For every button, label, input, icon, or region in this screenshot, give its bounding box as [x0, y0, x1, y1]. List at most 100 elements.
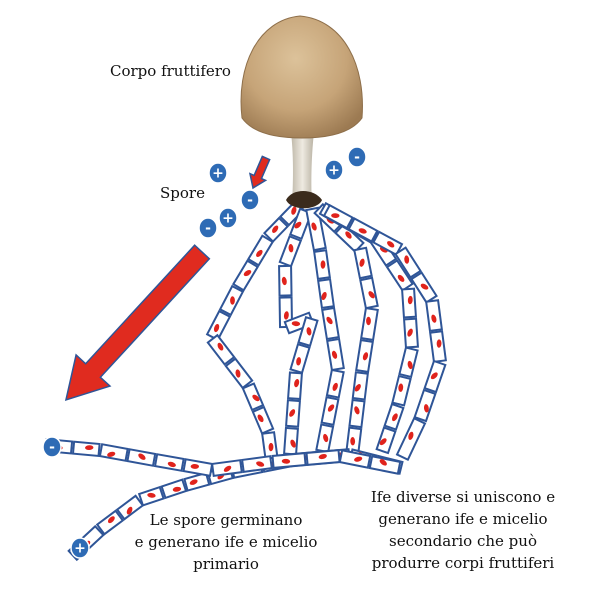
hypha-cell	[347, 217, 379, 243]
svg-text:+: +	[212, 166, 224, 182]
svg-text:+: +	[74, 541, 86, 557]
hypha-cell	[321, 306, 340, 341]
nucleus	[288, 244, 294, 253]
hypha-cell	[251, 405, 275, 435]
nucleus	[350, 437, 356, 446]
nucleus	[423, 404, 429, 413]
hypha-cell	[413, 388, 437, 423]
nucleus	[327, 404, 335, 412]
nucleus	[294, 378, 300, 388]
nucleus	[213, 323, 220, 333]
hypha-cell	[305, 206, 327, 252]
nucleus	[358, 228, 367, 234]
hypha-cell	[206, 333, 236, 366]
plus-spore-icon: +	[208, 162, 228, 184]
nucleus	[331, 213, 340, 219]
nucleus	[391, 413, 398, 422]
nucleus	[272, 225, 279, 233]
hypha-cell	[351, 371, 369, 401]
secondary-line-2: generano ife e micelio	[378, 510, 548, 528]
nucleus	[223, 465, 232, 472]
nucleus	[235, 369, 241, 378]
hypha-cell	[182, 458, 214, 477]
nucleus	[291, 206, 297, 215]
svg-text:-: -	[205, 221, 211, 237]
nucleus	[431, 314, 437, 323]
hypha-cell	[410, 271, 438, 304]
nucleus	[387, 241, 395, 248]
nucleus	[397, 274, 405, 282]
nucleus	[368, 291, 375, 299]
nucleus	[318, 453, 327, 460]
nucleus	[256, 461, 265, 467]
hypha-cell	[360, 306, 379, 342]
minus-spore-icon: -	[347, 146, 367, 168]
mushroom-cap	[240, 15, 363, 139]
hypha-chain	[44, 438, 402, 477]
nucleus	[291, 321, 301, 327]
nucleus	[147, 492, 156, 498]
svg-text:+: +	[222, 211, 234, 227]
hypha-cell	[348, 398, 366, 429]
label-fruiting-body: Corpo fruttifero	[110, 62, 231, 80]
primary-line-1: Le spore germinano	[149, 511, 303, 529]
hypha-cell	[115, 494, 145, 521]
mushroom-icon	[240, 15, 363, 209]
hypha-cell	[368, 455, 402, 475]
nucleus	[404, 255, 410, 264]
hypha-cell	[246, 234, 275, 267]
nucleus	[362, 352, 369, 361]
nucleus	[407, 328, 413, 337]
hypha-cell	[359, 276, 379, 310]
nucleus	[331, 350, 338, 359]
hypha-cell	[317, 278, 335, 310]
hypha-chain	[305, 206, 345, 454]
hypha-cell	[205, 309, 232, 342]
nucleus	[323, 433, 329, 443]
secondary-line-4: produrre corpi fruttiferi	[371, 554, 555, 572]
hypha-cell	[353, 246, 373, 280]
minus-spore-icon: -	[198, 217, 218, 239]
nucleus	[252, 394, 260, 402]
hypha-cell	[153, 453, 185, 472]
nucleus	[189, 479, 198, 485]
nucleus	[407, 295, 413, 305]
hypha-cell	[231, 259, 260, 292]
nucleus	[366, 316, 371, 326]
nucleus	[283, 311, 289, 320]
hypha-cell	[305, 449, 341, 466]
hypha-cell	[394, 246, 422, 279]
hypha-cell	[320, 396, 340, 426]
hypha-cell	[95, 509, 125, 536]
minus-spore-icon: -	[240, 189, 260, 211]
nucleus	[268, 442, 274, 452]
hypha-cell	[278, 264, 293, 297]
nucleus	[290, 439, 296, 448]
nucleus	[306, 327, 312, 336]
nucleus	[354, 456, 363, 462]
nucleus	[320, 260, 326, 269]
hypha-cell	[315, 423, 335, 454]
nucleus	[296, 357, 302, 366]
hypha-cell	[326, 337, 345, 372]
nucleus	[256, 249, 263, 258]
hypha-cell	[287, 371, 303, 401]
svg-text:-: -	[49, 440, 55, 456]
spores: +--+-+-+	[42, 146, 367, 559]
hypha-cell	[322, 203, 354, 230]
hypha-cell	[423, 359, 447, 394]
nucleus	[167, 461, 176, 468]
hypha-cell	[160, 478, 188, 500]
label-spores: Spore	[160, 184, 205, 202]
nucleus	[85, 445, 94, 451]
nucleus	[289, 409, 296, 417]
nucleus	[420, 283, 429, 290]
hypha-cell	[355, 338, 374, 374]
hypha-cell	[391, 374, 412, 407]
nucleus	[311, 222, 317, 231]
nucleus	[172, 486, 182, 492]
secondary-line-1: Ife diverse si uniscono e	[370, 488, 556, 506]
nucleus	[408, 431, 414, 440]
